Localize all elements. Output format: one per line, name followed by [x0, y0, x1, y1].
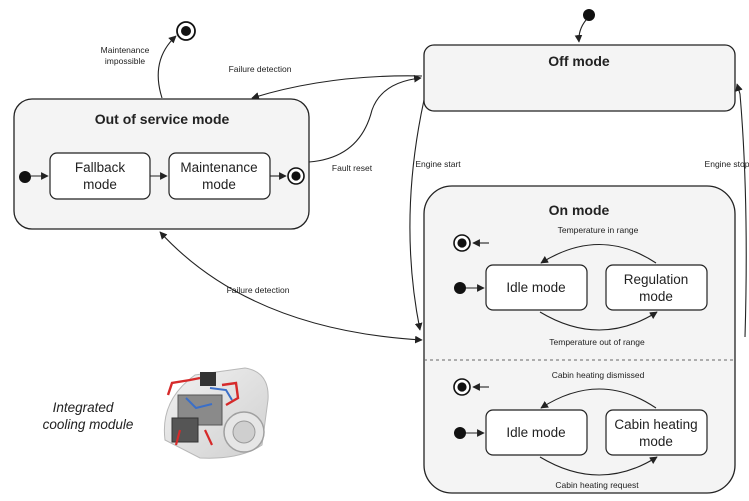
regulation-label-2: mode: [639, 289, 673, 304]
cabin-heating-mode-state: Cabin heating mode: [605, 409, 708, 456]
illustration-caption-1: Integrated: [53, 400, 114, 415]
engine-start-label: Engine start: [415, 159, 461, 169]
on-mode-title: On mode: [549, 202, 610, 218]
region1-final: [453, 234, 471, 252]
fault-reset-arrow: [308, 74, 422, 163]
engine-stop-label: Engine stop: [705, 159, 749, 169]
idle-mode-1-state: Idle mode: [485, 264, 588, 311]
engine-stop-arrow: [735, 83, 747, 338]
out-of-service-initial: [19, 171, 49, 183]
regulation-mode-state: Regulation mode: [605, 264, 708, 311]
engine-start-arrow: [409, 99, 425, 331]
fallback-label-1: Fallback: [75, 160, 126, 175]
fallback-label-2: mode: [83, 177, 117, 192]
failure-detection-bottom-label: Failure detection: [227, 285, 290, 295]
cabin-heating-label-2: mode: [639, 434, 673, 449]
illustration-caption-2: cooling module: [43, 417, 134, 432]
maintenance-impossible-label-2: impossible: [105, 56, 145, 66]
failure-detection-top-arrow: [251, 75, 423, 100]
off-mode-title: Off mode: [548, 53, 610, 69]
terminal-final-top-left: [176, 21, 196, 41]
failure-detection-top-label: Failure detection: [229, 64, 292, 74]
maintenance-label-2: mode: [202, 177, 236, 192]
off-mode-state: Off mode: [423, 44, 736, 112]
off-mode-initial: [574, 9, 595, 43]
region2-final: [453, 378, 471, 396]
fallback-mode-state: Fallback mode: [49, 152, 151, 200]
temperature-in-range-arrow: [540, 243, 657, 264]
temperature-out-of-range-arrow: [539, 311, 658, 331]
cooling-module-illustration: [157, 362, 271, 460]
idle-mode-2-state: Idle mode: [485, 409, 588, 456]
maintenance-mode-state: Maintenance mode: [168, 152, 271, 200]
maintenance-impossible-arrow: [157, 35, 177, 99]
regulation-label-1: Regulation: [624, 272, 689, 287]
failure-detection-bottom-arrow: [159, 231, 423, 344]
cabin-heating-request-arrow: [539, 456, 658, 476]
region2-initial: [454, 427, 485, 439]
maintenance-impossible-label-1: Maintenance: [101, 45, 150, 55]
cabin-heating-dismissed-label: Cabin heating dismissed: [552, 370, 645, 380]
temperature-in-range-label: Temperature in range: [558, 225, 639, 235]
region1-initial: [454, 282, 485, 294]
idle-mode-1-label: Idle mode: [506, 280, 565, 295]
out-of-service-title: Out of service mode: [95, 111, 230, 127]
maintenance-label-1: Maintenance: [180, 160, 257, 175]
idle-mode-2-label: Idle mode: [506, 425, 565, 440]
out-of-service-final: [287, 167, 305, 185]
cabin-heating-label-1: Cabin heating: [614, 417, 697, 432]
temperature-out-of-range-label: Temperature out of range: [549, 337, 645, 347]
cabin-heating-request-label: Cabin heating request: [555, 480, 639, 490]
fault-reset-label: Fault reset: [332, 163, 373, 173]
cabin-heating-dismissed-arrow: [540, 388, 657, 409]
